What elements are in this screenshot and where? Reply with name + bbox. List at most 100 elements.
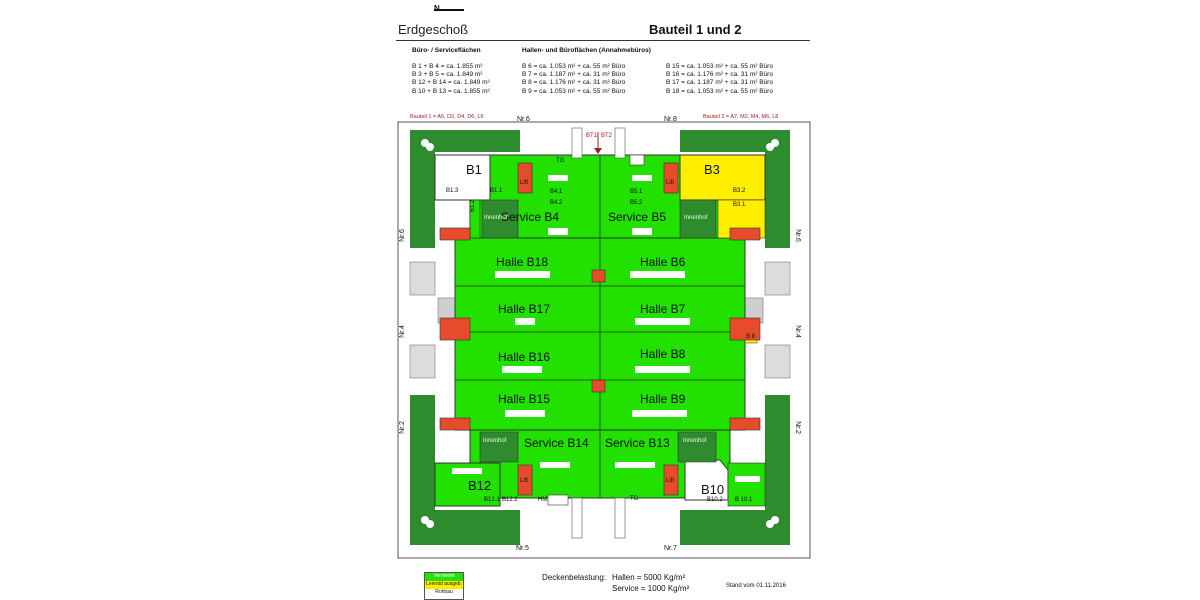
- lift-core-top-right: [663, 162, 679, 194]
- street-right-top: Nr.6: [793, 229, 801, 242]
- tree-icon: [426, 520, 434, 528]
- hall-row: B 7 = ca. 1.187 m² + ca. 31 m² Büro: [522, 71, 626, 79]
- hall-b6-label: Halle B6: [640, 255, 686, 269]
- entrance-top-left: [571, 127, 583, 159]
- area-bar-b8: [635, 366, 690, 373]
- hall-b9-label: Halle B9: [640, 392, 686, 406]
- innenhof-top-left: [481, 199, 519, 239]
- area-bar-b5: [632, 228, 652, 235]
- stair-core-top-right: [729, 227, 761, 241]
- office-b3-2-label: B3.2: [733, 188, 746, 194]
- service-b14-label: Service B14: [524, 436, 589, 450]
- area-bar-b4-1: [548, 175, 568, 181]
- lift-label: Lift: [666, 478, 675, 484]
- service-row: B 12 + B 14 = ca. 1.849 m²: [412, 79, 490, 87]
- hall-row: B 16 = ca. 1.176 m² + ca. 31 m² Büro: [666, 71, 773, 79]
- office-b3-1-label: B3.1: [733, 202, 746, 208]
- area-bar-b15: [505, 410, 545, 417]
- hall-rows-col1: B 6 = ca. 1.053 m² + ca. 55 m² Büro B 7 …: [522, 63, 625, 96]
- hall-row: B 18 = ca. 1.053 m² + ca. 55 m² Büro: [666, 87, 773, 95]
- innenhof-label: Innenhof: [683, 438, 707, 444]
- lift-core-bottom-left: [517, 464, 533, 496]
- load-label: Deckenbelastung:: [542, 573, 607, 582]
- office-b10-1-label: B 10.1: [735, 497, 753, 503]
- legend-vacant: Leerstd ausgeb.: [425, 581, 463, 589]
- building-title: Bauteil 1 und 2: [649, 22, 742, 37]
- column-core-bottom: [591, 379, 606, 393]
- office-b10-2-label: B10.2: [707, 497, 723, 503]
- office-b1: [434, 154, 491, 201]
- tg-bottom-label: TG: [630, 496, 639, 502]
- area-bar-b14: [540, 462, 570, 468]
- hall-row: B 9 = ca. 1.053 m² + ca. 55 m² Büro: [522, 87, 626, 95]
- hall-row: B 8 = ca. 1.176 m² + ca. 31 m² Büro: [522, 79, 626, 87]
- core-mid-left: [439, 317, 471, 341]
- area-bar-b10-1: [735, 476, 760, 482]
- load-halls: Hallen = 5000 Kg/m²: [612, 573, 686, 582]
- entrance-bottom-left: [571, 497, 583, 539]
- hall-b7-label: Halle B7: [640, 302, 686, 316]
- hall-b15-label: Halle B15: [498, 392, 551, 406]
- service-row: B 1 + B 4 = ca. 1.855 m²: [412, 63, 483, 70]
- north-arrow-icon: [434, 9, 464, 11]
- office-b8-tag: B 8: [746, 334, 756, 340]
- stair-core-bottom-right: [729, 417, 761, 431]
- hall-rows-col2: B 15 = ca. 1.053 m² + ca. 55 m² Büro B 1…: [666, 63, 773, 96]
- hall-row: B 15 = ca. 1.053 m² + ca. 55 m² Büro: [666, 63, 773, 70]
- area-bar-b17: [515, 318, 535, 325]
- area-bar-b6: [630, 271, 685, 278]
- hall-b18-label: Halle B18: [496, 255, 549, 269]
- green-strip-top-right: [680, 130, 790, 248]
- load-service: Service = 1000 Kg/m²: [612, 584, 690, 593]
- tg-box-top: [629, 154, 645, 166]
- stair-core-bottom-left: [439, 417, 471, 431]
- office-b1-1-label: B1.1: [490, 188, 503, 194]
- side-grey-right-bottom: [764, 344, 791, 379]
- street-right-mid: Nr.4: [793, 325, 801, 338]
- tree-icon: [766, 143, 774, 151]
- header-divider: [396, 40, 810, 41]
- tg-top-label: TG: [556, 158, 565, 164]
- lift-label: Lift: [520, 478, 529, 484]
- side-grey-right-top: [764, 261, 791, 296]
- stand-date: Stand vom 01.11.2016: [726, 583, 786, 589]
- service-rows: B 1 + B 4 = ca. 1.855 m² B 3 + B 5 = ca.…: [412, 63, 490, 96]
- street-top-left: Nr.6: [517, 116, 530, 123]
- innenhof-top-right: [679, 199, 717, 239]
- office-b1-3-label: B1.3: [446, 188, 459, 194]
- tree-icon: [426, 143, 434, 151]
- service-b4-label: Service B4: [501, 210, 560, 224]
- service-b5-label: Service B5: [608, 210, 667, 224]
- office-b12-1-label: B12.1: [484, 497, 500, 503]
- entrance-top-right: [614, 127, 626, 159]
- bt1-label: BT1: [586, 133, 598, 139]
- area-bar-b16: [502, 366, 542, 373]
- office-b3: [679, 154, 766, 201]
- legend-shell: Rohbau: [425, 589, 463, 597]
- office-b5-2-label: B5.2: [630, 200, 643, 206]
- lift-label: Lift: [520, 180, 529, 186]
- street-bottom-left: Nr.5: [516, 545, 529, 552]
- office-b12-label: B12: [468, 478, 492, 493]
- north-arrow-label: N: [434, 4, 440, 13]
- side-grey-left-top: [409, 261, 436, 296]
- stair-core-top-left: [439, 227, 471, 241]
- street-left-top: Nr.6: [398, 229, 406, 242]
- tree-icons: [421, 139, 779, 528]
- office-b10-1: [727, 462, 766, 507]
- office-b4-2-label: B4.2: [550, 200, 563, 206]
- site-boundary: [397, 121, 811, 559]
- office-b12-2-label: B12.2: [502, 497, 518, 503]
- area-bar-b9: [632, 410, 687, 417]
- street-left-bottom: Nr.2: [398, 421, 406, 434]
- hm-box: [547, 494, 569, 506]
- office-b1-2: [469, 199, 481, 239]
- area-bar-b5-1: [632, 175, 652, 181]
- innenhof-label: Innenhof: [483, 438, 507, 444]
- green-strip-top-left: [410, 130, 520, 248]
- office-b5-1-label: B5.1: [630, 189, 643, 195]
- halls-heading: Hallen- und Büroflächen (Annahmebüros): [522, 47, 651, 54]
- area-bar-b4: [548, 228, 568, 235]
- area-bar-b18: [495, 271, 550, 278]
